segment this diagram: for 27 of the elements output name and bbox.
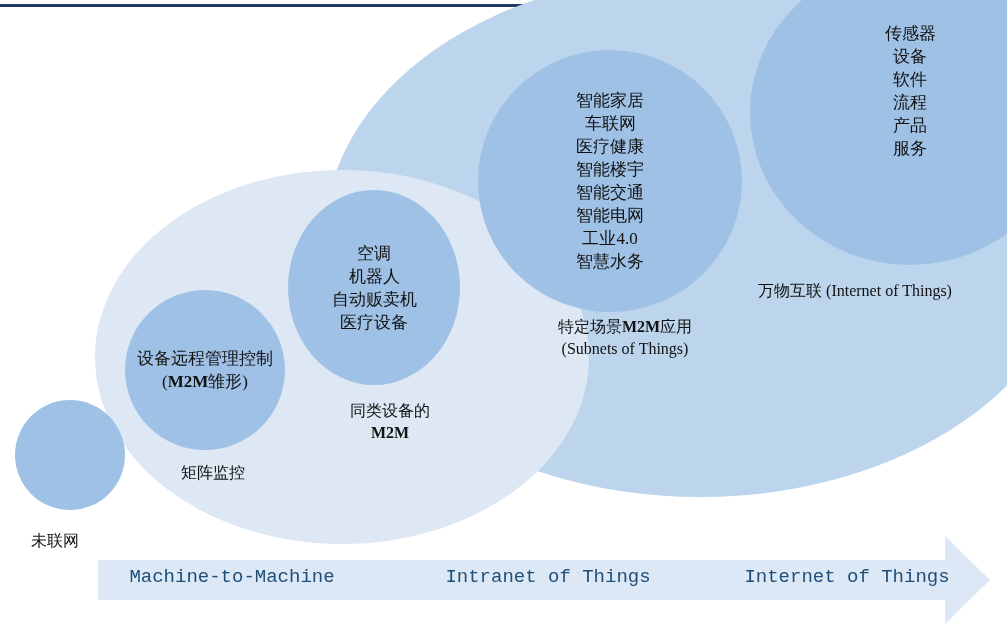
list-item: 医疗设备 — [340, 311, 408, 334]
list-item: 空调 — [357, 242, 391, 265]
node-label: 未联网 — [30, 531, 80, 551]
node-label: 万物互联 (Internet of Things) — [757, 281, 953, 302]
stage-label: Machine-to-Machine — [129, 566, 335, 588]
stage-label: Intranet of Things — [445, 566, 651, 588]
list-item: 自动贩卖机 — [331, 288, 417, 311]
list-item: 车联网 — [584, 113, 636, 135]
node-label: 矩阵监控 — [180, 463, 246, 483]
list-item: 工业4.0 — [582, 228, 638, 250]
list-item: 智能楼宇 — [576, 159, 644, 181]
node-label: 特定场景M2M应用 (Subnets of Things) — [556, 317, 694, 360]
list-item: 智能交通 — [576, 182, 644, 204]
bubble-label: 设备远程管理控制 (M2M雏形) — [136, 348, 274, 393]
list-item: 医疗健康 — [576, 136, 644, 158]
node-label: 同类设备的M2M — [349, 401, 431, 443]
list-item: 智能家居 — [576, 90, 644, 112]
list-item: 软件 — [893, 69, 927, 91]
list-item: 智能电网 — [576, 205, 644, 227]
list-item: 智慧水务 — [576, 251, 644, 273]
list-item: 传感器 — [884, 23, 936, 45]
list-item: 流程 — [893, 92, 927, 114]
list-item: 服务 — [893, 138, 927, 160]
list-item: 产品 — [893, 115, 927, 137]
stage-label: Internet of Things — [744, 566, 950, 588]
list-item: 设备 — [893, 46, 927, 68]
list-item: 机器人 — [348, 265, 400, 288]
